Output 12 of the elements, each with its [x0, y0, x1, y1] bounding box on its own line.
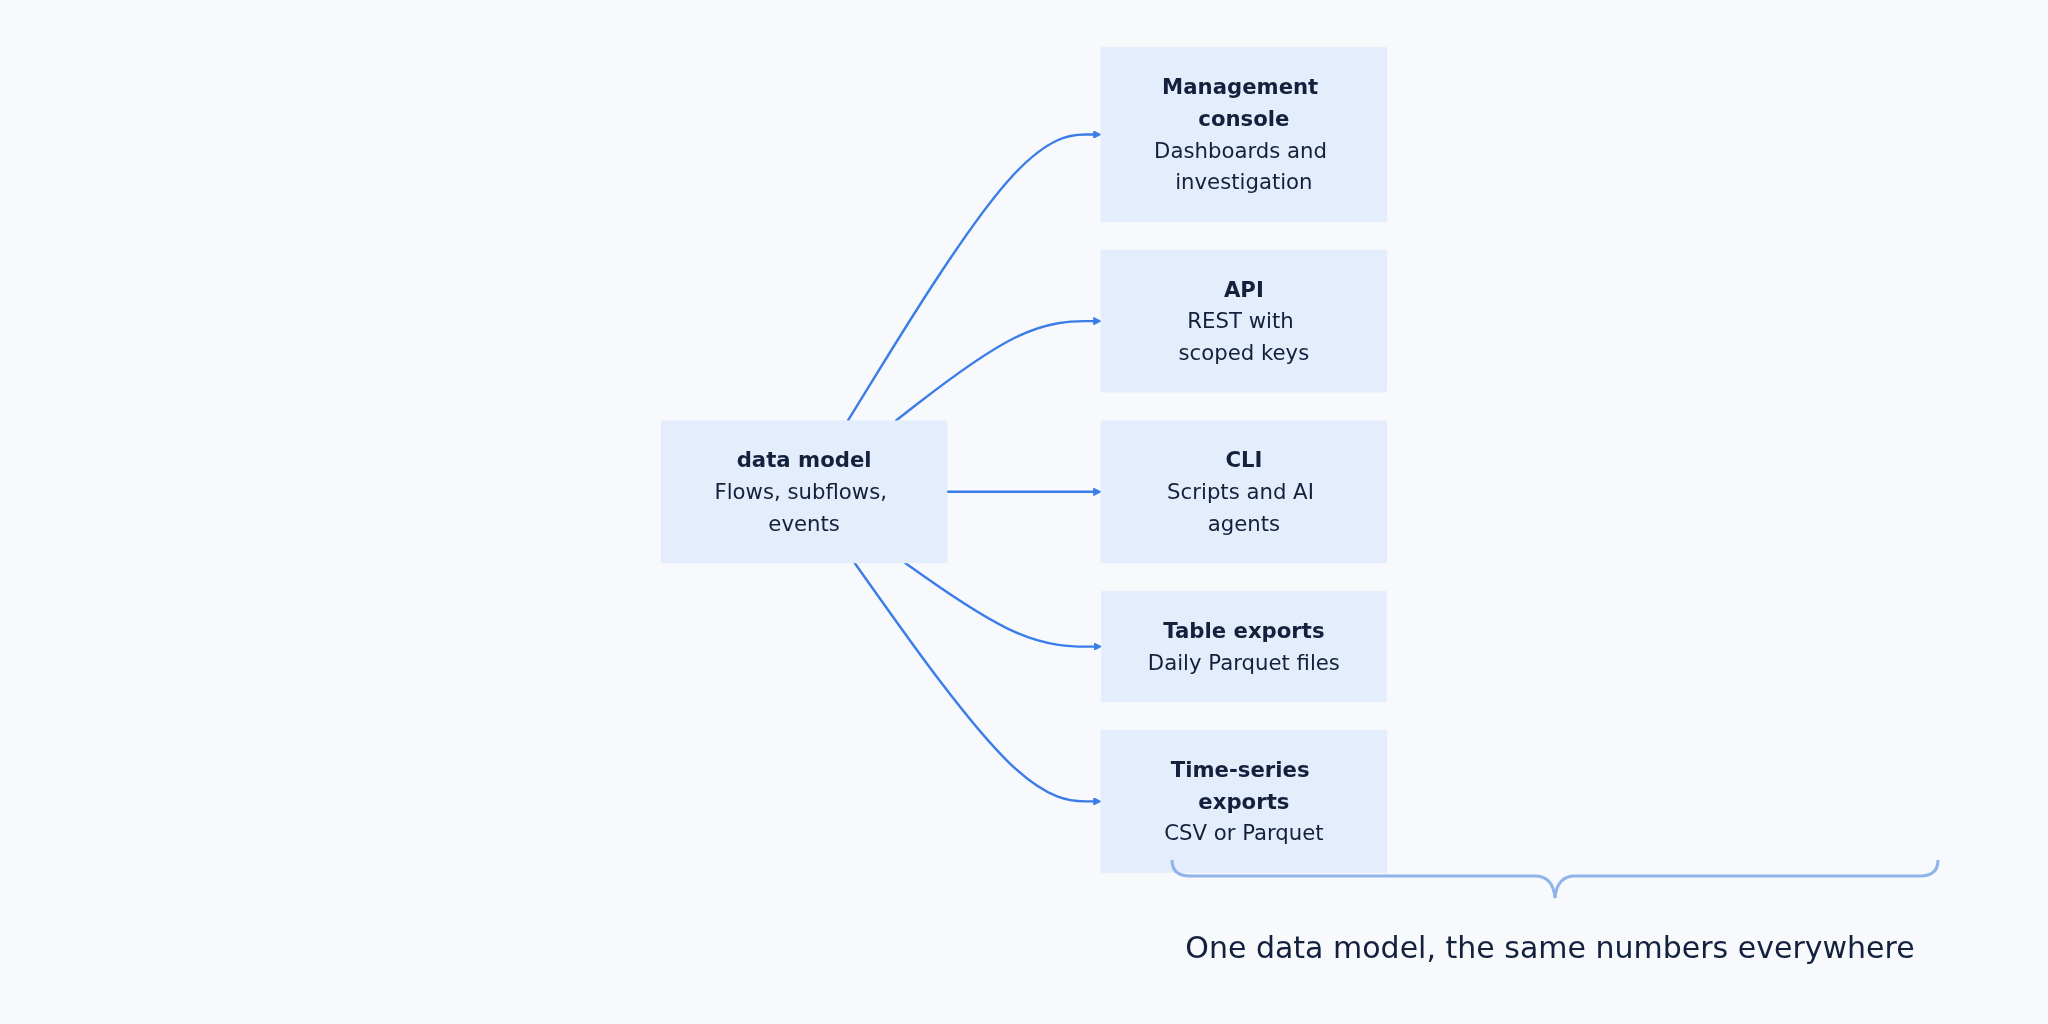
node-box: API REST with scoped keys [1100, 249, 1388, 393]
node-box: CLI Scripts and AI agents [1100, 420, 1388, 564]
arrow [846, 130, 1102, 422]
arrow [853, 562, 1102, 806]
node-box: data model Flows, subflows, events [660, 420, 948, 564]
node-box: Time-series exports CSV or Parquet [1100, 730, 1388, 873]
arrow [946, 487, 1102, 497]
caption: One data model, the same numbers everywhere [1184, 930, 1916, 965]
arrow [904, 561, 1102, 651]
node-box: Table exports Daily Parquet files [1101, 591, 1387, 703]
arrow [894, 316, 1102, 422]
node-box: Management console Dashboards and investigation [1100, 47, 1388, 222]
